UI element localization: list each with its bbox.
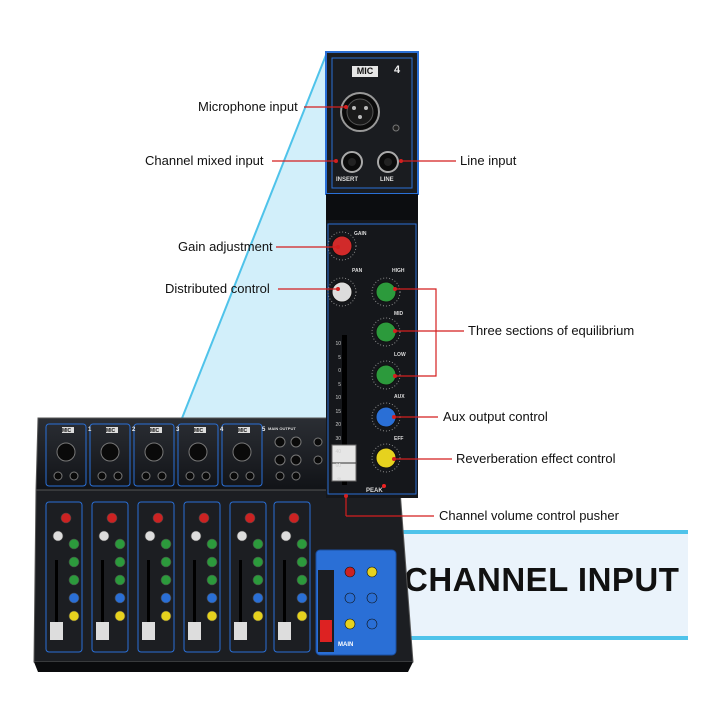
insert-label: INSERT	[336, 177, 359, 183]
fader-tick: 20	[335, 422, 341, 428]
channel-strip-zoom	[325, 51, 419, 498]
high-label: HIGH	[392, 268, 405, 274]
pan-label: PAN	[352, 268, 363, 274]
fader-tick: 60	[335, 462, 341, 469]
mixer-mic-label-5: MIC	[238, 428, 248, 434]
mixer-channel-4: 4	[220, 427, 224, 433]
fader-tick: 40	[335, 449, 341, 455]
low-label: LOW	[394, 352, 406, 358]
mixer-mic-label-2: MIC	[106, 428, 116, 434]
mixer-channel-2: 2	[132, 427, 136, 433]
mixer-mic-label-1: MIC	[62, 428, 72, 434]
mic-label: MIC	[352, 66, 378, 77]
fader-tick: 30	[335, 435, 341, 442]
callout-distributed-control: Distributed control	[165, 281, 270, 296]
fader-tick: 10	[335, 395, 341, 401]
fader-tick: 5	[338, 381, 341, 388]
callout-three-sections-of-equilibrium: Three sections of equilibrium	[468, 323, 635, 338]
gain-label: GAIN	[354, 231, 367, 237]
mid-label: MID	[394, 311, 404, 317]
main-output-label: MAIN OUTPUT	[268, 426, 296, 431]
fader-tick: 15	[335, 408, 341, 415]
mixer-channel-3: 3	[176, 427, 180, 433]
callout-reverberation-effect-control: Reverberation effect control	[456, 451, 616, 466]
callout-aux-output-control: Aux output control	[443, 409, 548, 424]
main-label: MAIN	[338, 642, 354, 648]
channel-number: 4	[394, 64, 401, 76]
peak-label: PEAK	[366, 488, 383, 494]
banner	[392, 530, 688, 640]
fader-tick: ∞	[337, 476, 341, 482]
mixer-channel-1: 1	[88, 427, 92, 433]
mixer-channel-5: 5	[262, 427, 266, 433]
banner-title: CHANNEL INPUT	[404, 561, 680, 598]
fader-tick: 0	[338, 368, 341, 374]
mixer-body	[33, 417, 414, 672]
callout-line-input: Line input	[460, 153, 517, 168]
callout-channel-mixed-input: Channel mixed input	[145, 153, 264, 168]
mixer-mic-label-3: MIC	[150, 428, 160, 434]
fader-tick: 5	[338, 354, 341, 361]
aux-label: AUX	[394, 394, 405, 400]
callout-gain-adjustment: Gain adjustment	[178, 239, 273, 254]
mixer-mic-label-4: MIC	[194, 428, 204, 434]
callout-microphone-input: Microphone input	[198, 99, 298, 114]
callout-channel-volume-control-pusher: Channel volume control pusher	[439, 508, 619, 523]
eff-label: EFF	[394, 436, 404, 442]
line-label: LINE	[380, 177, 394, 183]
fader-tick: 10	[335, 341, 341, 347]
fader-scale: 10 5 0 5 10 15 20 30 40 60 ∞	[329, 338, 341, 488]
